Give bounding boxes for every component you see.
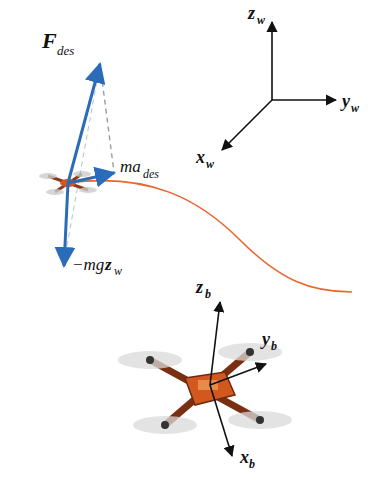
vector-name: z xyxy=(105,256,112,273)
axis-name: y xyxy=(262,330,270,348)
subscript: w xyxy=(206,158,214,170)
subscript: b xyxy=(271,340,277,352)
large-quadrotor xyxy=(118,343,292,434)
axis-name: y xyxy=(342,92,350,110)
dashed-line xyxy=(100,64,114,172)
dashed-line xyxy=(64,64,100,262)
acceleration-vector xyxy=(68,173,114,183)
subscript: w xyxy=(114,265,122,277)
axis-name: z xyxy=(196,278,203,296)
body-frame xyxy=(210,302,266,456)
subscript: b xyxy=(205,288,211,300)
vector-name: F xyxy=(42,30,57,52)
force-vector xyxy=(68,64,100,183)
trajectory-curve xyxy=(68,181,352,292)
subscript: des xyxy=(57,44,74,57)
subscript: b xyxy=(249,458,255,470)
subscript: w xyxy=(257,14,265,26)
subscript: w xyxy=(351,102,359,114)
axis-name: x xyxy=(196,148,205,166)
vector-name: −mg xyxy=(72,256,104,273)
world-frame xyxy=(222,22,336,150)
axis-name: z xyxy=(248,4,255,22)
vector-name: ma xyxy=(120,158,141,175)
subscript: des xyxy=(143,168,159,180)
axis-name: x xyxy=(240,448,249,466)
gravity-vector xyxy=(64,183,68,266)
